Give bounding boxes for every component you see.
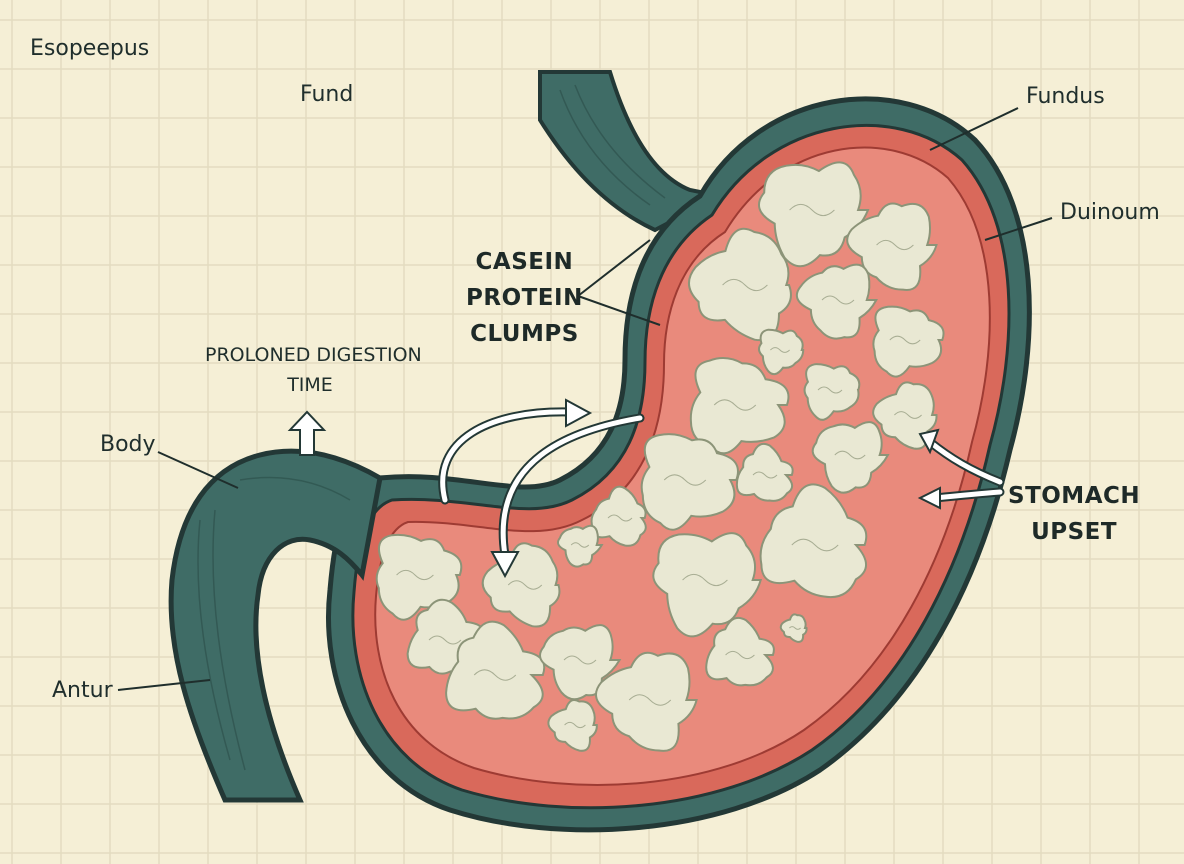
- label-prolonged-line1: PROLONED DIGESTION: [205, 340, 415, 370]
- label-fund: Fund: [300, 82, 353, 107]
- label-fundus: Fundus: [1026, 84, 1105, 109]
- label-casein-line2: PROTEIN: [466, 280, 583, 316]
- label-duodenum: Duinoum: [1060, 200, 1160, 225]
- label-casein-clumps: CASEIN PROTEIN CLUMPS: [466, 244, 583, 352]
- label-stomach-upset: STOMACH UPSET: [1008, 478, 1140, 550]
- label-upset-line1: STOMACH: [1008, 478, 1140, 514]
- label-upset-line2: UPSET: [1008, 514, 1140, 550]
- label-prolonged-line2: TIME: [205, 370, 415, 400]
- label-prolonged-digestion: PROLONED DIGESTION TIME: [205, 340, 415, 400]
- label-esophagus: Esopeepus: [30, 36, 149, 61]
- label-casein-line3: CLUMPS: [466, 316, 583, 352]
- label-casein-line1: CASEIN: [466, 244, 583, 280]
- label-body: Body: [100, 432, 156, 457]
- label-antrum: Antur: [52, 678, 113, 703]
- arrow-up-icon: [290, 412, 324, 455]
